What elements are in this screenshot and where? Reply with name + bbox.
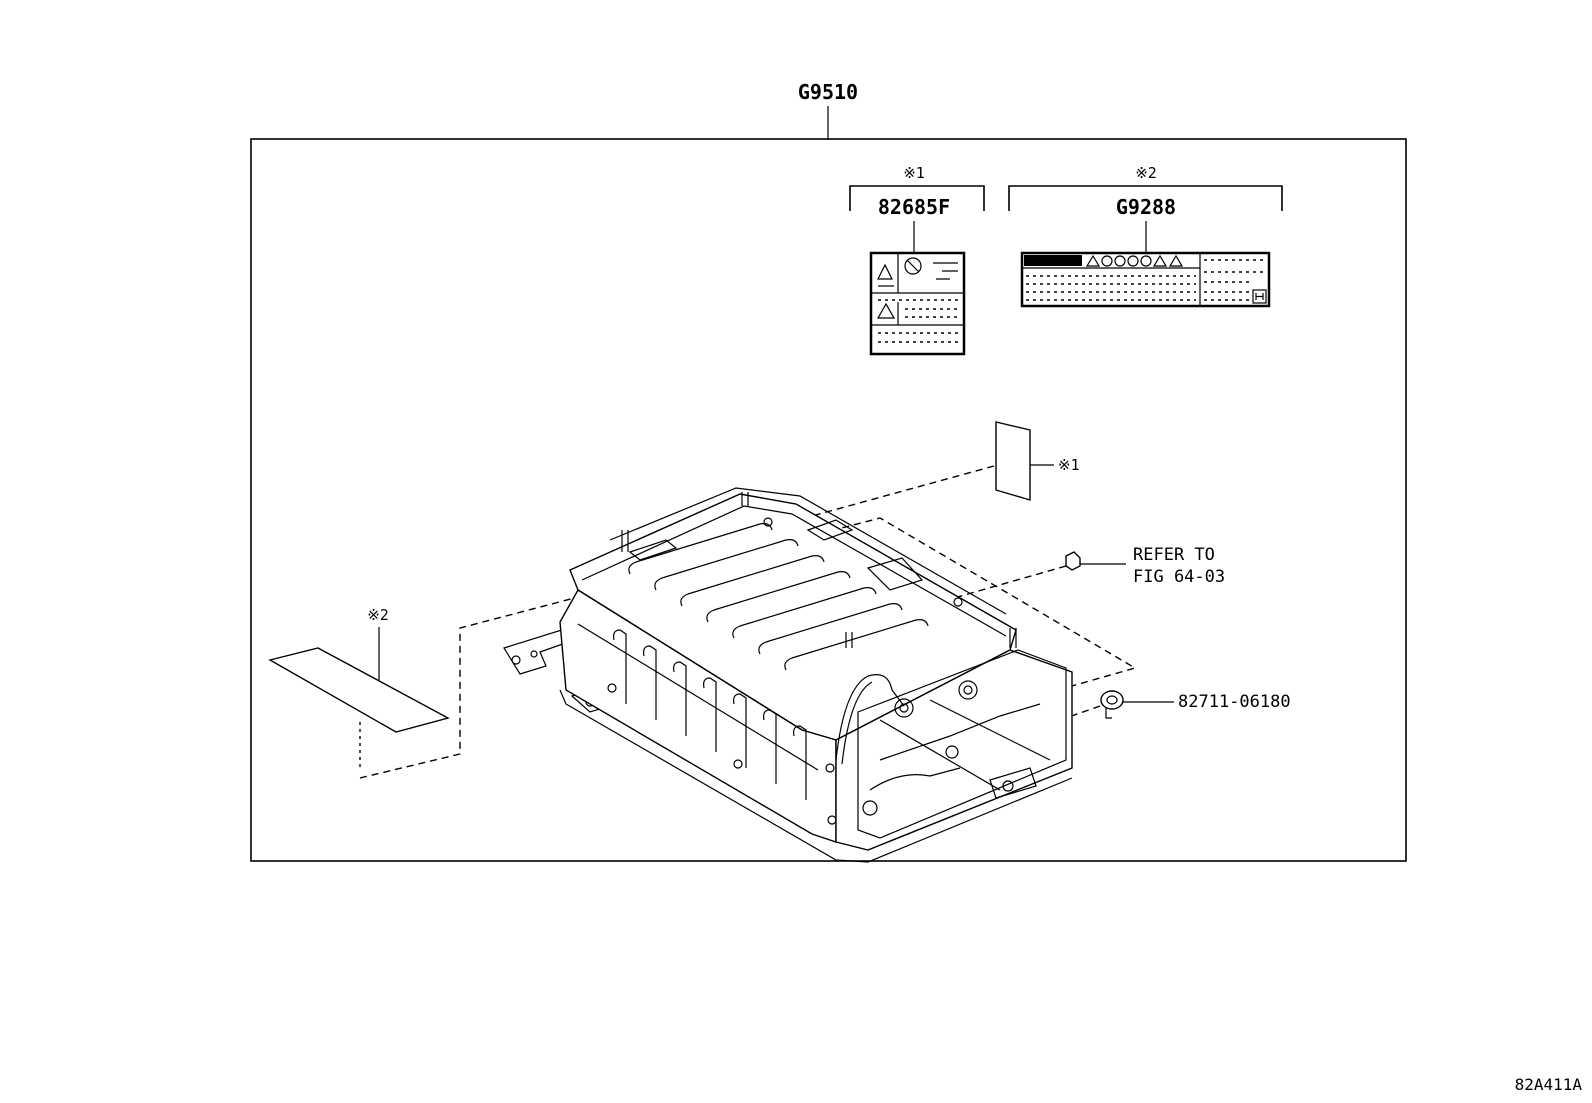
note1-mark-side: ※1 — [1058, 456, 1080, 474]
note2-bracket — [1008, 185, 1283, 211]
plug-part-number: 82711-06180 — [1178, 692, 1291, 712]
note2-mark-top: ※2 — [1135, 164, 1157, 182]
note2-label-sheet — [268, 647, 450, 733]
warning-label-large — [1020, 251, 1271, 308]
clip-part — [1065, 551, 1126, 571]
figure-code: 82A411A — [1515, 1075, 1583, 1094]
note2-mark-side: ※2 — [367, 606, 389, 624]
note1-sticker — [995, 421, 1054, 501]
note1-mark-top: ※1 — [903, 164, 925, 182]
assembly-frame — [250, 138, 1407, 862]
refer-figure-text: FIG 64-03 — [1133, 567, 1225, 587]
label2-part-number: G9288 — [1116, 195, 1176, 219]
label1-part-number: 82685F — [878, 195, 950, 219]
clip-dash-line — [939, 565, 1067, 603]
plug-part — [1100, 690, 1174, 719]
note1-bracket — [849, 185, 985, 211]
assembly-part-number: G9510 — [798, 80, 858, 104]
sticker-dash-line — [811, 465, 995, 517]
hv-battery-assembly — [503, 487, 1073, 863]
refer-to-text: REFER TO — [1133, 545, 1215, 565]
caution-label-small — [869, 251, 966, 356]
